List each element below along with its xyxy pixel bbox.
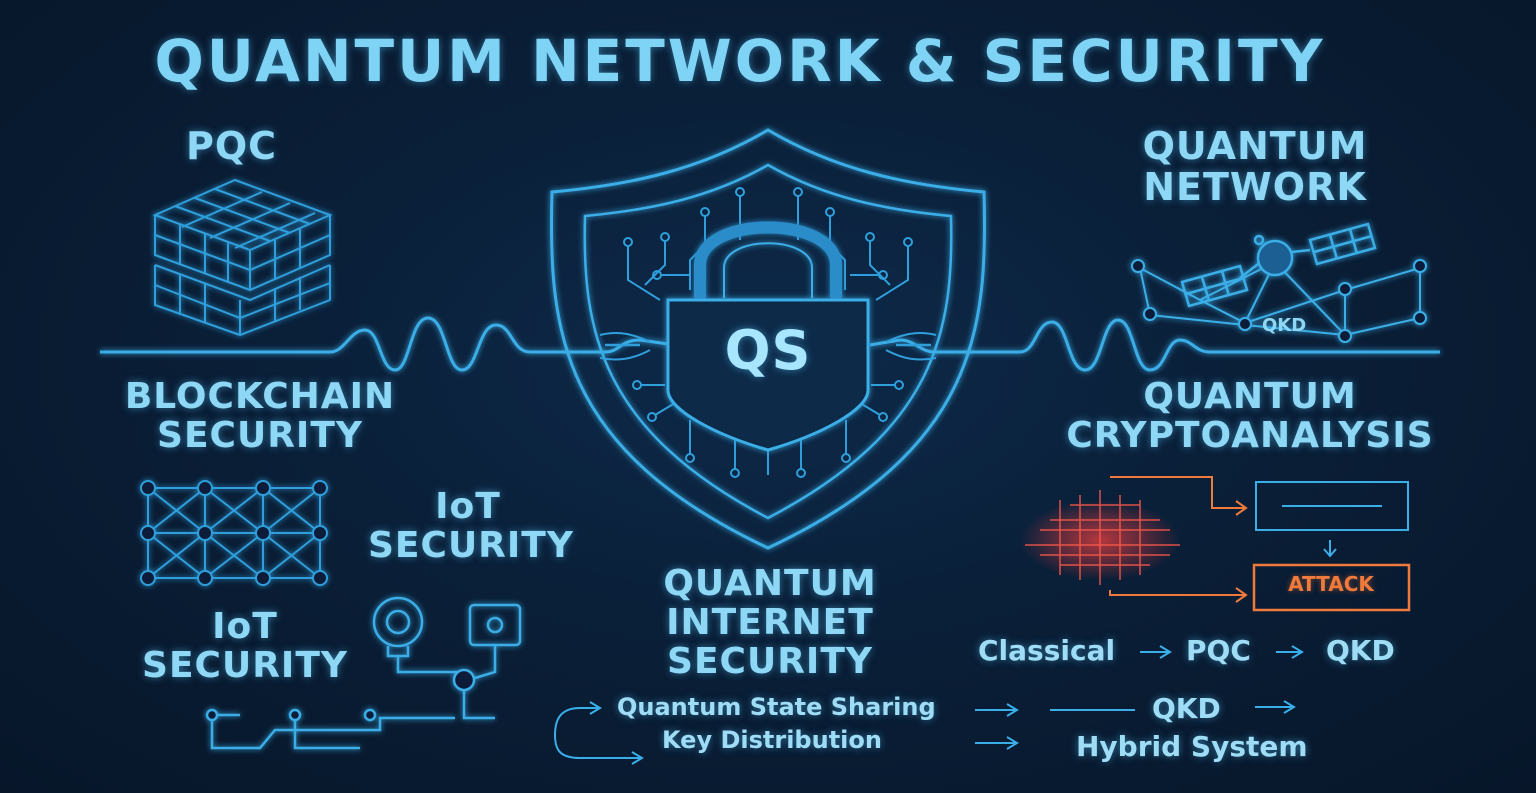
circuit-trace-icon [599,187,937,478]
network-mesh-icon [1131,259,1427,343]
signal-wave-icon [100,316,1440,372]
qis-line1: QUANTUM [663,563,877,604]
cryptoanalysis-diagram-icon [1020,476,1411,612]
quantum-network-line1: QUANTUM [1142,124,1368,168]
system-qkd: QKD [1152,692,1221,725]
shield-icon [549,128,987,550]
quantum-internet-security-label: QUANTUM INTERNET SECURITY [640,563,900,682]
iot-bottom-line2: SECURITY [142,644,348,686]
blockchain-mesh-icon [140,480,328,586]
quantum-network-line2: NETWORK [1143,165,1367,210]
quantum-cryptoanalysis-label: QUANTUM CRYPTOANALYSIS [1050,376,1450,456]
qis-line3: SECURITY [667,640,873,682]
pqc-label: PQC [186,124,278,168]
network-qkd-label: QKD [1262,315,1307,336]
flow-classical: Classical [978,634,1116,667]
iot-security-label-top: IoT SECURITY [368,486,574,566]
attack-label: ATTACK [1288,572,1374,596]
satellite-icon [1180,222,1377,308]
blockchain-line2: SECURITY [157,414,363,456]
key-distribution-text: Key Distribution [662,726,882,754]
flow-arrows [553,645,1304,765]
cryptoanalysis-line2: CRYPTOANALYSIS [1066,414,1434,456]
iot-top-line1: IoT [435,486,501,527]
flow-pqc: PQC [1186,634,1251,667]
quantum-state-sharing-text: Quantum State Sharing [617,693,936,721]
iot-security-label-bottom: IoT SECURITY [140,606,350,686]
cube-lattice-icon [152,178,333,337]
iot-bottom-line1: IoT [212,606,278,647]
iot-top-line2: SECURITY [368,524,574,566]
main-title: QUANTUM NETWORK & SECURITY [154,27,1326,95]
padlock-icon [666,221,870,452]
iot-device-icon [205,596,522,750]
system-hybrid: Hybrid System [1076,730,1308,763]
lock-label: QS [724,319,812,382]
quantum-network-label: QUANTUM NETWORK [1110,124,1400,210]
qis-line2: INTERNET [666,601,874,643]
blockchain-security-label: BLOCKCHAIN SECURITY [115,376,405,456]
cryptoanalysis-line1: QUANTUM [1143,376,1357,417]
flow-qkd: QKD [1326,634,1395,667]
blockchain-line1: BLOCKCHAIN [124,376,396,417]
